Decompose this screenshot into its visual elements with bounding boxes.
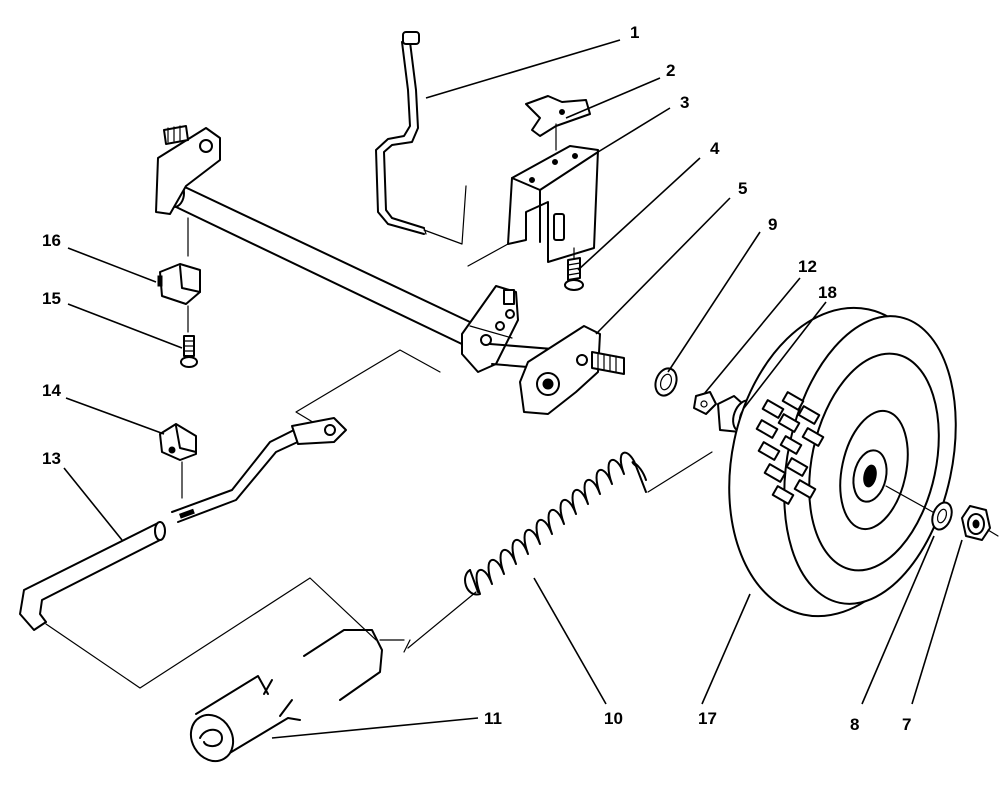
callout-17: 17 (698, 709, 717, 728)
wheel-tread (755, 391, 825, 505)
callout-4: 4 (710, 139, 720, 158)
part-16-clip (157, 263, 201, 333)
callout-18: 18 (818, 283, 837, 302)
callout-1: 1 (630, 23, 639, 42)
rod-cap (402, 31, 420, 45)
part-13-handle-rod (19, 521, 377, 689)
part-11-grip (189, 629, 411, 763)
callout-7: 7 (902, 715, 911, 734)
callout-labels: 1 2 3 4 5 9 12 18 16 15 14 13 11 10 17 8… (42, 23, 911, 734)
callout-14: 14 (42, 381, 61, 400)
part-3-bracket (467, 145, 599, 267)
callout-9: 9 (768, 215, 777, 234)
part-4-screw (564, 247, 584, 291)
leader-lines (63, 39, 963, 739)
part-10-spring (407, 451, 713, 649)
callout-16: 16 (42, 231, 61, 250)
part-7-nut (961, 505, 999, 541)
callout-3: 3 (680, 93, 689, 112)
callout-8: 8 (850, 715, 859, 734)
part-17-wheel (728, 306, 957, 618)
callout-15: 15 (42, 289, 61, 308)
callout-10: 10 (604, 709, 623, 728)
part-14-clip (159, 423, 197, 499)
axle-assembly (155, 125, 625, 415)
linkage-arm (171, 417, 347, 523)
callout-12: 12 (798, 257, 817, 276)
callout-5: 5 (738, 179, 747, 198)
part-8-washer (931, 501, 953, 531)
callout-11: 11 (484, 709, 502, 728)
callout-2: 2 (666, 61, 675, 80)
part-2-clip (525, 95, 591, 151)
part-1-rod (375, 31, 467, 245)
callout-13: 13 (42, 449, 61, 468)
part-12-ring (693, 391, 717, 415)
part-9-washer (654, 367, 678, 397)
part-15-screw (180, 335, 198, 368)
